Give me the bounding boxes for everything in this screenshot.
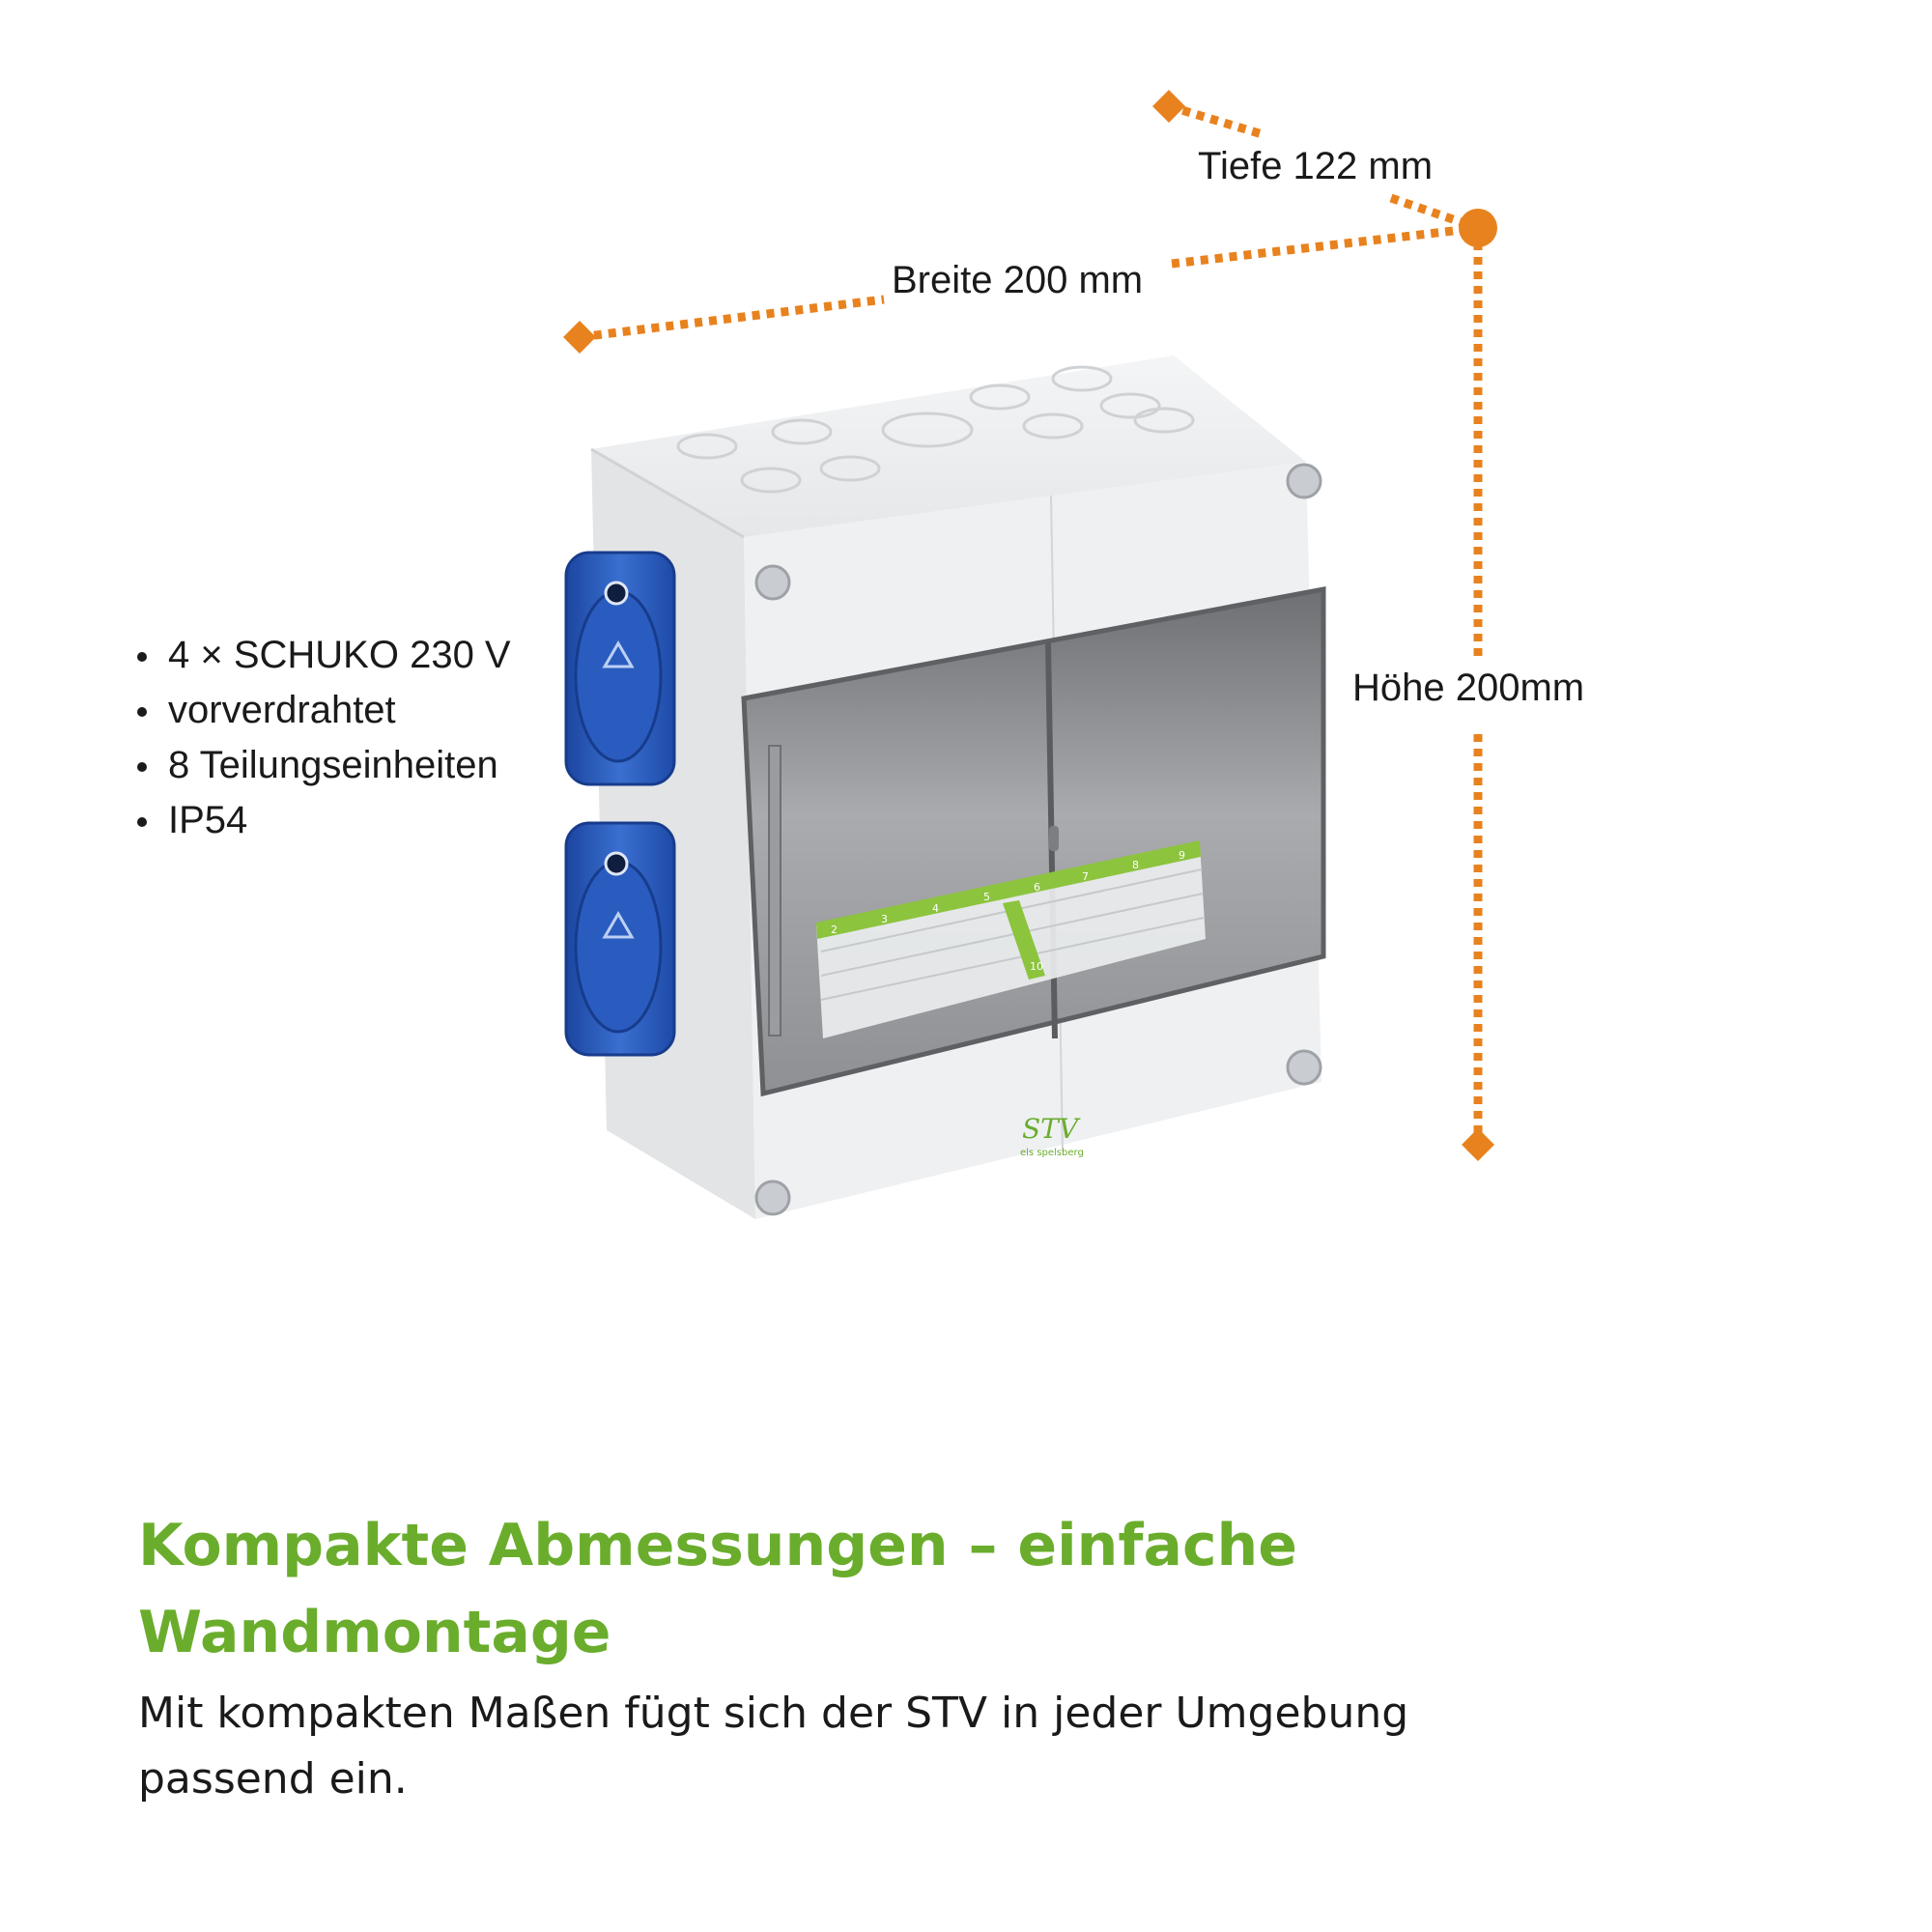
rail-number: 3: [881, 913, 888, 925]
distribution-box: 2 3 4 5 6 7 8 9 10 STV els spelsberg: [564, 355, 1326, 1219]
feature-item: IP54: [135, 793, 511, 848]
schuko-socket-icon: [564, 821, 676, 1057]
rail-number: 10: [1030, 960, 1043, 973]
dimension-marker-diamond-icon: [1152, 90, 1185, 123]
housing-lid-edge: [590, 447, 745, 539]
rail-number: 6: [1034, 881, 1040, 894]
screw-icon: [754, 1179, 791, 1216]
feature-item: vorverdrahtet: [135, 683, 511, 738]
knockout: [1051, 365, 1113, 392]
screw-icon: [1286, 1049, 1322, 1086]
din-rail-labels: [816, 842, 1206, 1038]
housing-screws: [754, 463, 1322, 1216]
feature-item: 8 Teilungseinheiten: [135, 738, 511, 793]
body-text: Mit kompakten Maßen fügt sich der STV in…: [138, 1689, 1409, 1804]
knockout: [881, 412, 974, 448]
green-numbering-strip-vertical: [1003, 900, 1045, 980]
product-figure: 2 3 4 5 6 7 8 9 10 STV els spelsberg: [563, 90, 1497, 1219]
width-dimension-line-right: [1171, 223, 1479, 269]
window-latch: [1049, 826, 1059, 851]
rail-number: 7: [1082, 870, 1089, 883]
knockout: [1022, 412, 1084, 440]
dimension-marker-diamond-icon: [1462, 1128, 1494, 1161]
green-numbering-strip: [816, 840, 1201, 939]
schuko-socket-icon: [564, 551, 676, 786]
height-label: Höhe 200mm: [1352, 667, 1585, 709]
screw-icon: [754, 564, 791, 601]
feature-list: 4 × SCHUKO 230 V vorverdrahtet 8 Teilung…: [135, 628, 511, 848]
knockout: [1099, 392, 1161, 419]
rail-number: 2: [831, 923, 838, 936]
knockout: [819, 455, 881, 482]
dimension-marker-diamond-icon: [563, 321, 596, 354]
depth-dimension-line-top: [1167, 101, 1267, 140]
product-logo: STV: [1022, 1113, 1081, 1145]
knockout: [676, 433, 738, 460]
dimension-corner-dot-icon: [1459, 209, 1497, 247]
rail-number: 8: [1132, 859, 1139, 871]
width-dimension-line-left: [579, 295, 885, 342]
cable-knockouts: [676, 365, 1195, 494]
rail-number: 4: [932, 902, 939, 915]
headline: Kompakte Abmessungen – einfache Wandmont…: [138, 1512, 1297, 1666]
rail-number: 5: [983, 891, 990, 903]
knockout: [740, 467, 802, 494]
knockout: [771, 418, 833, 445]
width-label: Breite 200 mm: [892, 259, 1144, 301]
screw-icon: [1286, 463, 1322, 499]
depth-label: Tiefe 122 mm: [1198, 145, 1434, 187]
rail-number: 9: [1179, 849, 1185, 862]
knockout: [969, 384, 1031, 411]
feature-item: 4 × SCHUKO 230 V: [135, 628, 511, 683]
window-hinge: [768, 745, 781, 1037]
product-logo-subtext: els spelsberg: [1020, 1148, 1084, 1158]
knockout: [1133, 407, 1195, 434]
rail-numbers: 2 3 4 5 6 7 8 9 10: [831, 849, 1185, 973]
